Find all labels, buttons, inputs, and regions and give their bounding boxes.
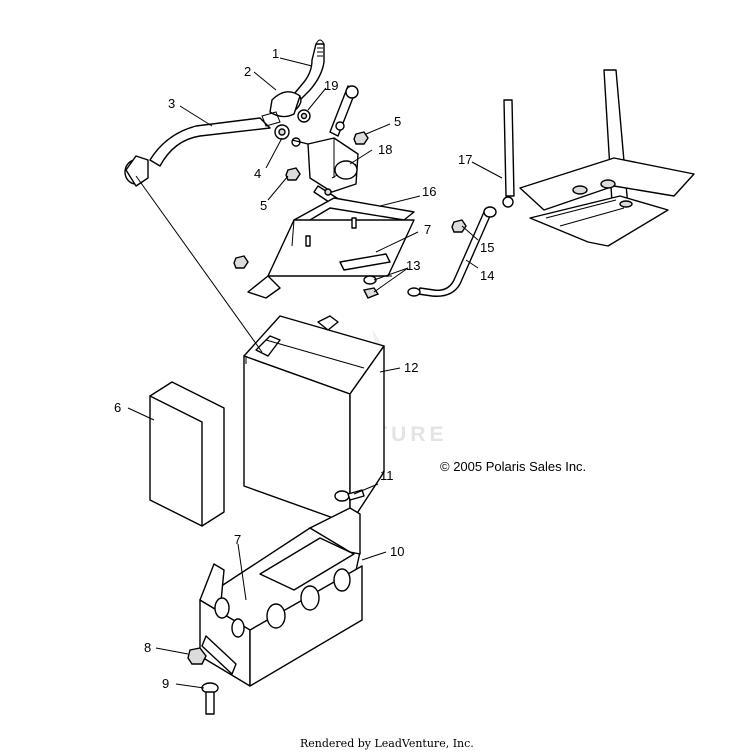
nut-8	[187, 647, 207, 665]
callout-5a: 5	[394, 114, 401, 129]
relay-bracket	[247, 197, 415, 299]
callout-9: 9	[162, 676, 169, 691]
callout-6: 6	[114, 400, 121, 415]
footer-credit: Rendered by LeadVenture, Inc.	[300, 737, 474, 750]
callout-14: 14	[480, 268, 494, 283]
callout-16: 16	[422, 184, 436, 199]
fastener-13	[362, 275, 380, 299]
callout-3: 3	[168, 96, 175, 111]
callout-7a: 7	[424, 222, 431, 237]
nuts-washers	[233, 109, 369, 269]
callout-8: 8	[144, 640, 151, 655]
callout-11: 11	[380, 468, 394, 483]
battery-box	[199, 507, 363, 687]
callout-1: 1	[272, 46, 279, 61]
starter-solenoid	[307, 85, 359, 205]
callout-12: 12	[404, 360, 418, 375]
callout-19: 19	[324, 78, 338, 93]
callout-13: 13	[406, 258, 420, 273]
callout-labels: 1 2 3 4 5 5 6 7 7 8 9 10 11 12 13 14 15 …	[114, 46, 494, 691]
leader-lines	[127, 57, 503, 689]
callout-18: 18	[378, 142, 392, 157]
bolt-11	[334, 489, 365, 502]
copyright-notice: © 2005 Polaris Sales Inc.	[440, 459, 586, 474]
battery-cable-assembly	[124, 39, 325, 187]
callout-7b: 7	[234, 532, 241, 547]
callout-15: 15	[480, 240, 494, 255]
callout-4: 4	[254, 166, 261, 181]
callout-2: 2	[244, 64, 251, 79]
callout-5b: 5	[260, 198, 267, 213]
bolt-9	[201, 682, 219, 715]
frame-section	[502, 69, 695, 247]
battery-pad	[149, 381, 225, 527]
callout-17: 17	[458, 152, 472, 167]
callout-10: 10	[390, 544, 404, 559]
battery	[243, 315, 385, 525]
ground-cable	[407, 206, 497, 297]
